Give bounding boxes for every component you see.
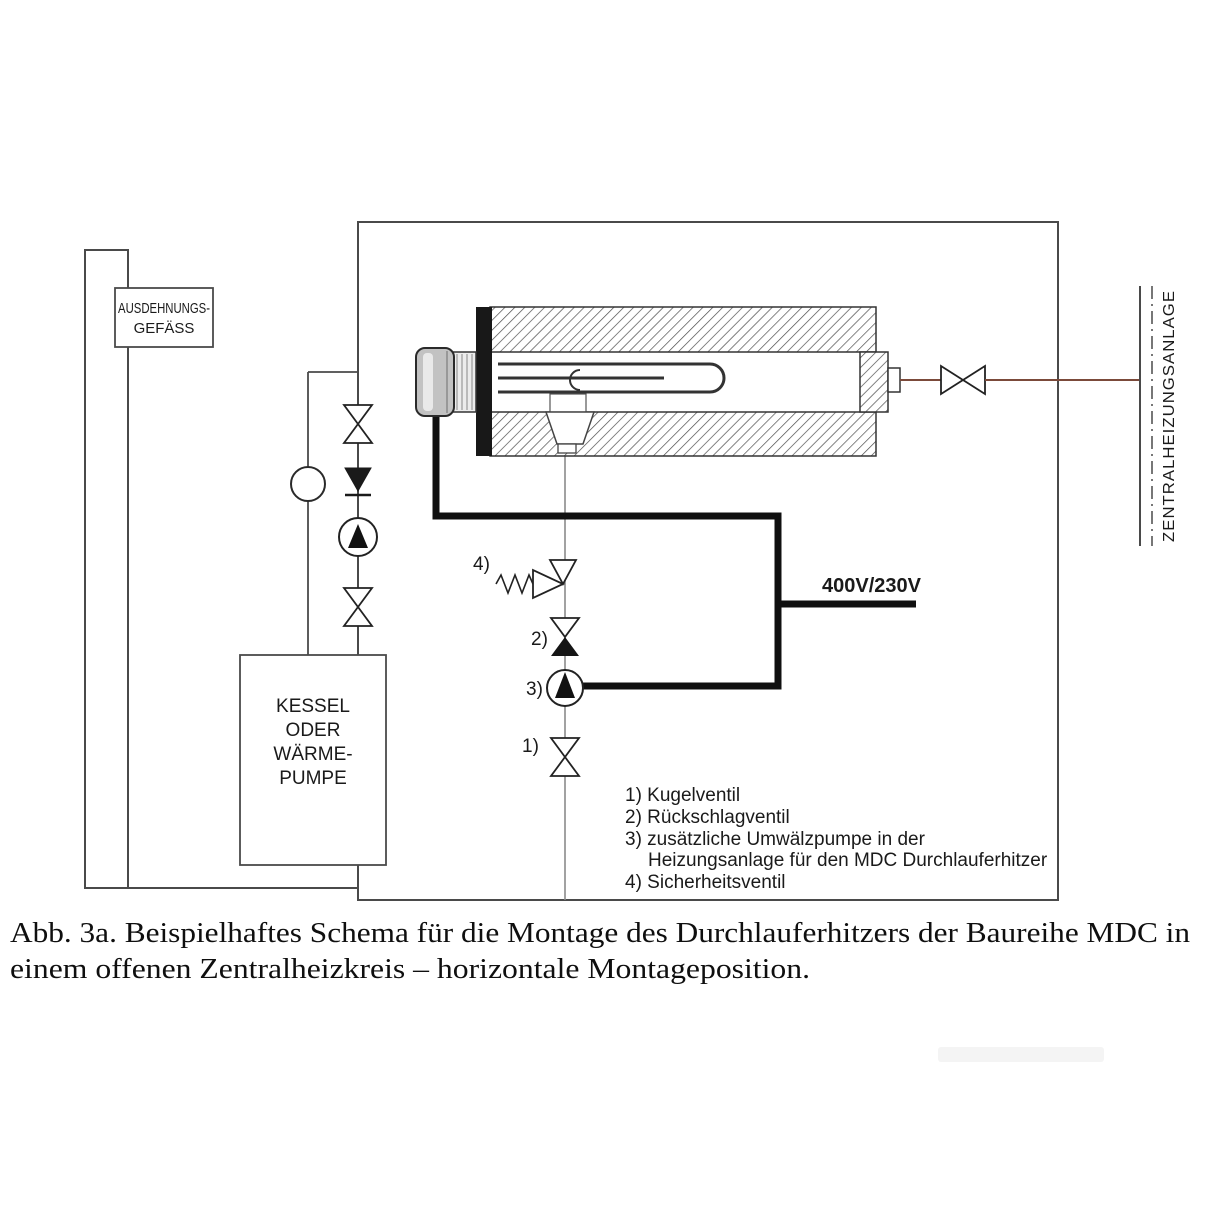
shutoff-valve-upper-symbol <box>342 404 374 444</box>
legend-item-3-continued: Heizungsanlage für den MDC Durchlauferhi… <box>648 850 1048 871</box>
caption-line1: Abb. 3a. Beispielhaftes Schema für die M… <box>10 918 1190 949</box>
boiler-label-line1: KESSEL <box>276 696 350 717</box>
boiler-label-line2: ODER <box>286 720 341 741</box>
legend-item-1: 1) Kugelventil <box>625 785 740 806</box>
boiler-pump-symbol <box>338 517 378 557</box>
ball-valve-symbol <box>549 737 581 777</box>
marker-ball-valve: 1) <box>522 736 539 757</box>
central-heating-label: ZENTRALHEIZUNGSANLAGE <box>1161 290 1178 542</box>
heater-shell-top <box>489 306 877 353</box>
boiler-branch-pipe <box>307 371 358 660</box>
shutoff-valve-lower-symbol <box>342 587 374 627</box>
heater-drain-stub <box>557 443 577 454</box>
caption-line2: einem offenen Zentralheizkreis – horizon… <box>10 954 810 985</box>
faint-artifact <box>938 1047 1104 1062</box>
mdc-heater <box>415 306 901 457</box>
power-label: 400V/230V <box>822 575 922 597</box>
heater-right-end-block <box>859 351 889 413</box>
expansion-vessel-label-line2: GEFÄSS <box>134 320 195 337</box>
check-valve-symbol <box>549 617 581 656</box>
heating-element <box>498 362 726 394</box>
marker-pump: 3) <box>526 679 543 700</box>
boiler-box: KESSEL ODER WÄRME- PUMPE <box>239 654 387 866</box>
check-valve-left-symbol <box>344 467 372 497</box>
heater-threaded-collar <box>451 351 477 413</box>
heater-inner-boss <box>549 393 587 413</box>
safety-valve-symbol <box>495 559 578 600</box>
legend: 1) Kugelventil 2) Rückschlagventil 3) zu… <box>625 785 1048 893</box>
marker-safety-valve: 4) <box>473 554 490 575</box>
heater-outlet-stub <box>887 367 901 393</box>
boiler-outline <box>239 654 387 866</box>
heater-drain-notch <box>544 411 596 445</box>
heater-end-plate <box>476 307 492 456</box>
legend-item-4: 4) Sicherheitsventil <box>625 872 786 893</box>
heating-loop-pipe <box>357 221 1059 901</box>
legend-item-2: 2) Rückschlagventil <box>625 807 790 828</box>
gauge-symbol <box>290 466 326 502</box>
expansion-vessel-box <box>114 287 214 348</box>
heater-connection-cap <box>415 347 455 417</box>
outlet-valve-symbol <box>940 364 986 396</box>
legend-item-3: 3) zusätzliche Umwälzpumpe in der <box>625 829 926 850</box>
figure-caption: Abb. 3a. Beispielhaftes Schema für die M… <box>10 918 1190 985</box>
marker-check-valve: 2) <box>531 629 548 650</box>
circulation-pump-symbol <box>546 669 584 707</box>
expansion-vessel-label-line1: AUSDEHNUNGS- <box>118 300 210 317</box>
expansion-circuit-pipe <box>84 249 358 889</box>
spring-zigzag <box>495 572 534 596</box>
expansion-vessel: AUSDEHNUNGS- GEFÄSS <box>114 287 214 348</box>
power-supply-cable <box>432 414 916 690</box>
boiler-label-line3: WÄRME- <box>273 744 352 765</box>
boiler-label-line4: PUMPE <box>279 768 347 789</box>
